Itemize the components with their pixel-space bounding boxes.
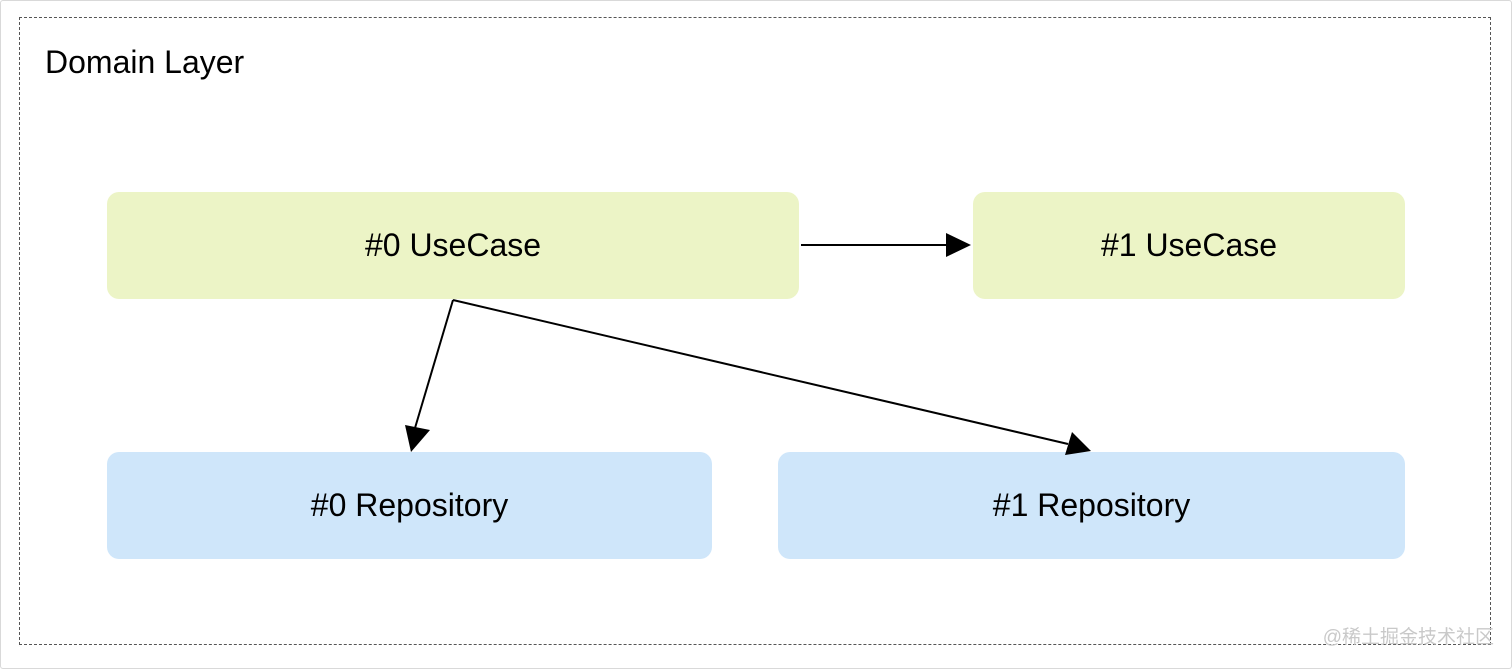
usecase-0-node[interactable]: #0 UseCase [107, 192, 799, 299]
repository-1-node[interactable]: #1 Repository [778, 452, 1405, 559]
usecase-1-node[interactable]: #1 UseCase [973, 192, 1405, 299]
repository-1-label: #1 Repository [992, 487, 1191, 523]
watermark: @稀土掘金技术社区 [1322, 627, 1494, 648]
domain-layer-container [19, 17, 1491, 645]
repository-0-node[interactable]: #0 Repository [107, 452, 712, 559]
layer-title: Domain Layer [45, 44, 245, 80]
repository-0-label: #0 Repository [310, 487, 509, 523]
usecase-1-label: #1 UseCase [1100, 227, 1278, 263]
usecase-0-label: #0 UseCase [364, 227, 542, 263]
